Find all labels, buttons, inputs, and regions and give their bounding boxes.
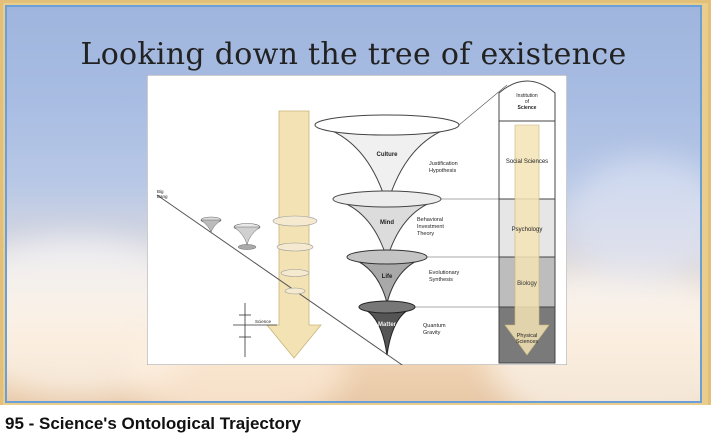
cone-label-matter: Matter bbox=[378, 322, 397, 328]
column-top-dome bbox=[498, 80, 556, 122]
column-downward-arrow bbox=[504, 124, 550, 356]
caption-bar: 95 - Science's Ontological Trajectory bbox=[0, 405, 711, 442]
timeline-label: Science bbox=[255, 319, 272, 324]
timeline-axis bbox=[233, 303, 277, 357]
connector-lines bbox=[415, 84, 508, 308]
cone-label-culture: Culture bbox=[377, 152, 399, 158]
projection-line bbox=[156, 194, 404, 365]
cloud bbox=[567, 157, 700, 277]
small-cones-left bbox=[200, 215, 318, 295]
column-label-psychology: Psychology bbox=[512, 227, 543, 233]
column-label-biology: Biology bbox=[517, 281, 537, 287]
slide-title: Looking down the tree of existence bbox=[80, 37, 627, 72]
cone-label-life: Life bbox=[382, 274, 393, 280]
slide-image: Looking down the tree of existence Cultu… bbox=[5, 5, 702, 403]
slide-caption: 95 - Science's Ontological Trajectory bbox=[5, 414, 301, 433]
column-label-social: Social Sciences bbox=[506, 159, 548, 165]
cone-label-mind: Mind bbox=[380, 220, 394, 226]
